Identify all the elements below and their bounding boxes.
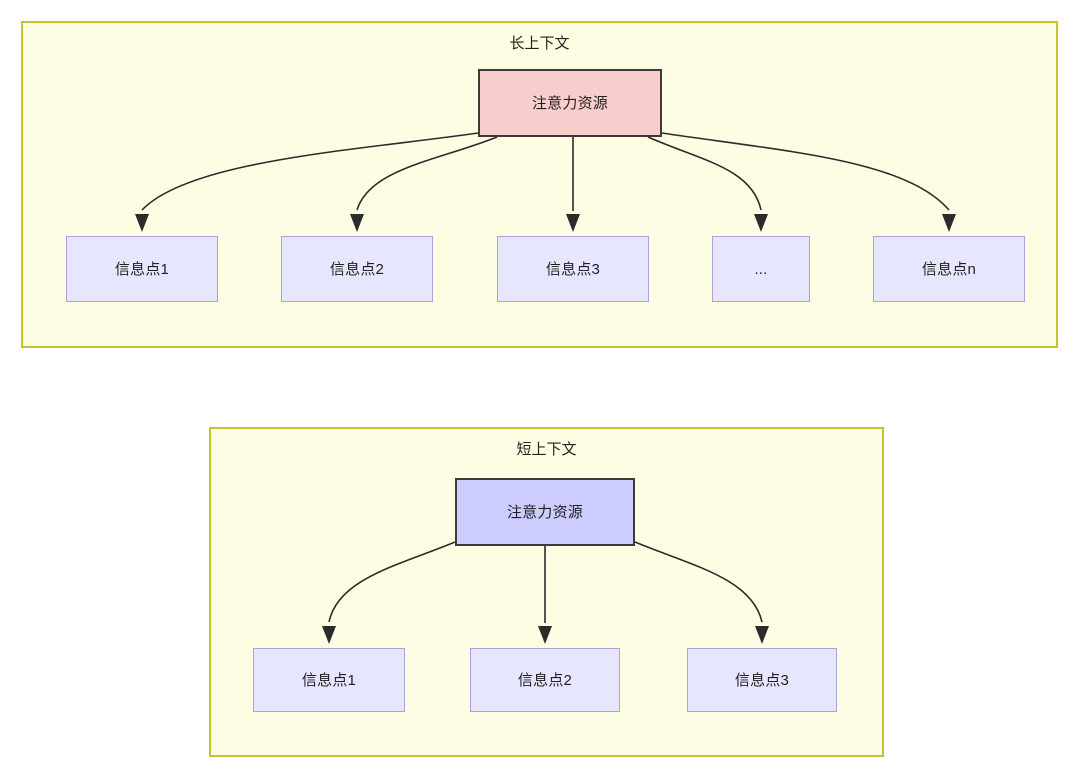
- node-label: 信息点3: [734, 671, 790, 689]
- panel-long-context-title: 长上下文: [509, 35, 570, 52]
- node-label: 信息点n: [921, 260, 977, 278]
- node-long-context-info-point-n[interactable]: 信息点n: [873, 236, 1025, 302]
- node-label: 注意力资源: [531, 94, 608, 112]
- node-label: 信息点3: [545, 260, 601, 278]
- node-label: 信息点2: [517, 671, 573, 689]
- node-short-context-info-point-1[interactable]: 信息点1: [253, 648, 405, 712]
- node-short-context-attention-resource[interactable]: 注意力资源: [455, 478, 635, 546]
- node-short-context-info-point-2[interactable]: 信息点2: [470, 648, 620, 712]
- node-label: 注意力资源: [506, 503, 583, 521]
- node-label: 信息点1: [114, 260, 170, 278]
- panel-short-context-title: 短上下文: [516, 441, 577, 458]
- node-long-context-info-point-2[interactable]: 信息点2: [281, 236, 433, 302]
- node-long-context-info-point-ellipsis[interactable]: ...: [712, 236, 810, 302]
- node-label: 信息点1: [301, 671, 357, 689]
- node-long-context-info-point-1[interactable]: 信息点1: [66, 236, 218, 302]
- node-label: ...: [754, 260, 768, 278]
- node-short-context-info-point-3[interactable]: 信息点3: [687, 648, 837, 712]
- node-label: 信息点2: [329, 260, 385, 278]
- node-long-context-info-point-3[interactable]: 信息点3: [497, 236, 649, 302]
- node-long-context-attention-resource[interactable]: 注意力资源: [478, 69, 662, 137]
